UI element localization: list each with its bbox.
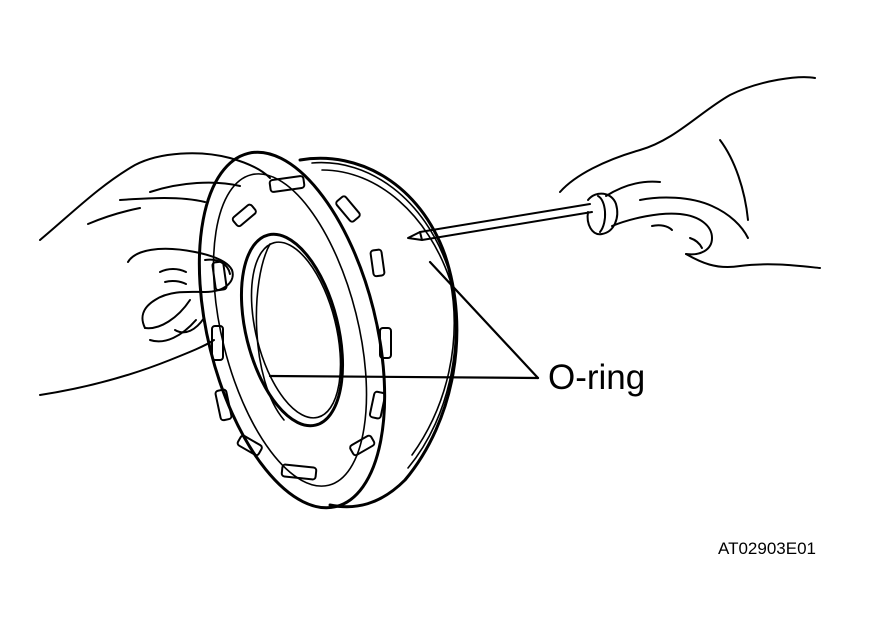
- screwdriver: [407, 192, 619, 241]
- piston-body: [197, 150, 459, 510]
- oring-callout-label: O-ring: [548, 358, 646, 397]
- figure-code: AT02903E01: [718, 539, 816, 558]
- oring-leader-lines: [268, 260, 540, 380]
- left-hand: [39, 152, 271, 396]
- right-hand: [559, 76, 821, 269]
